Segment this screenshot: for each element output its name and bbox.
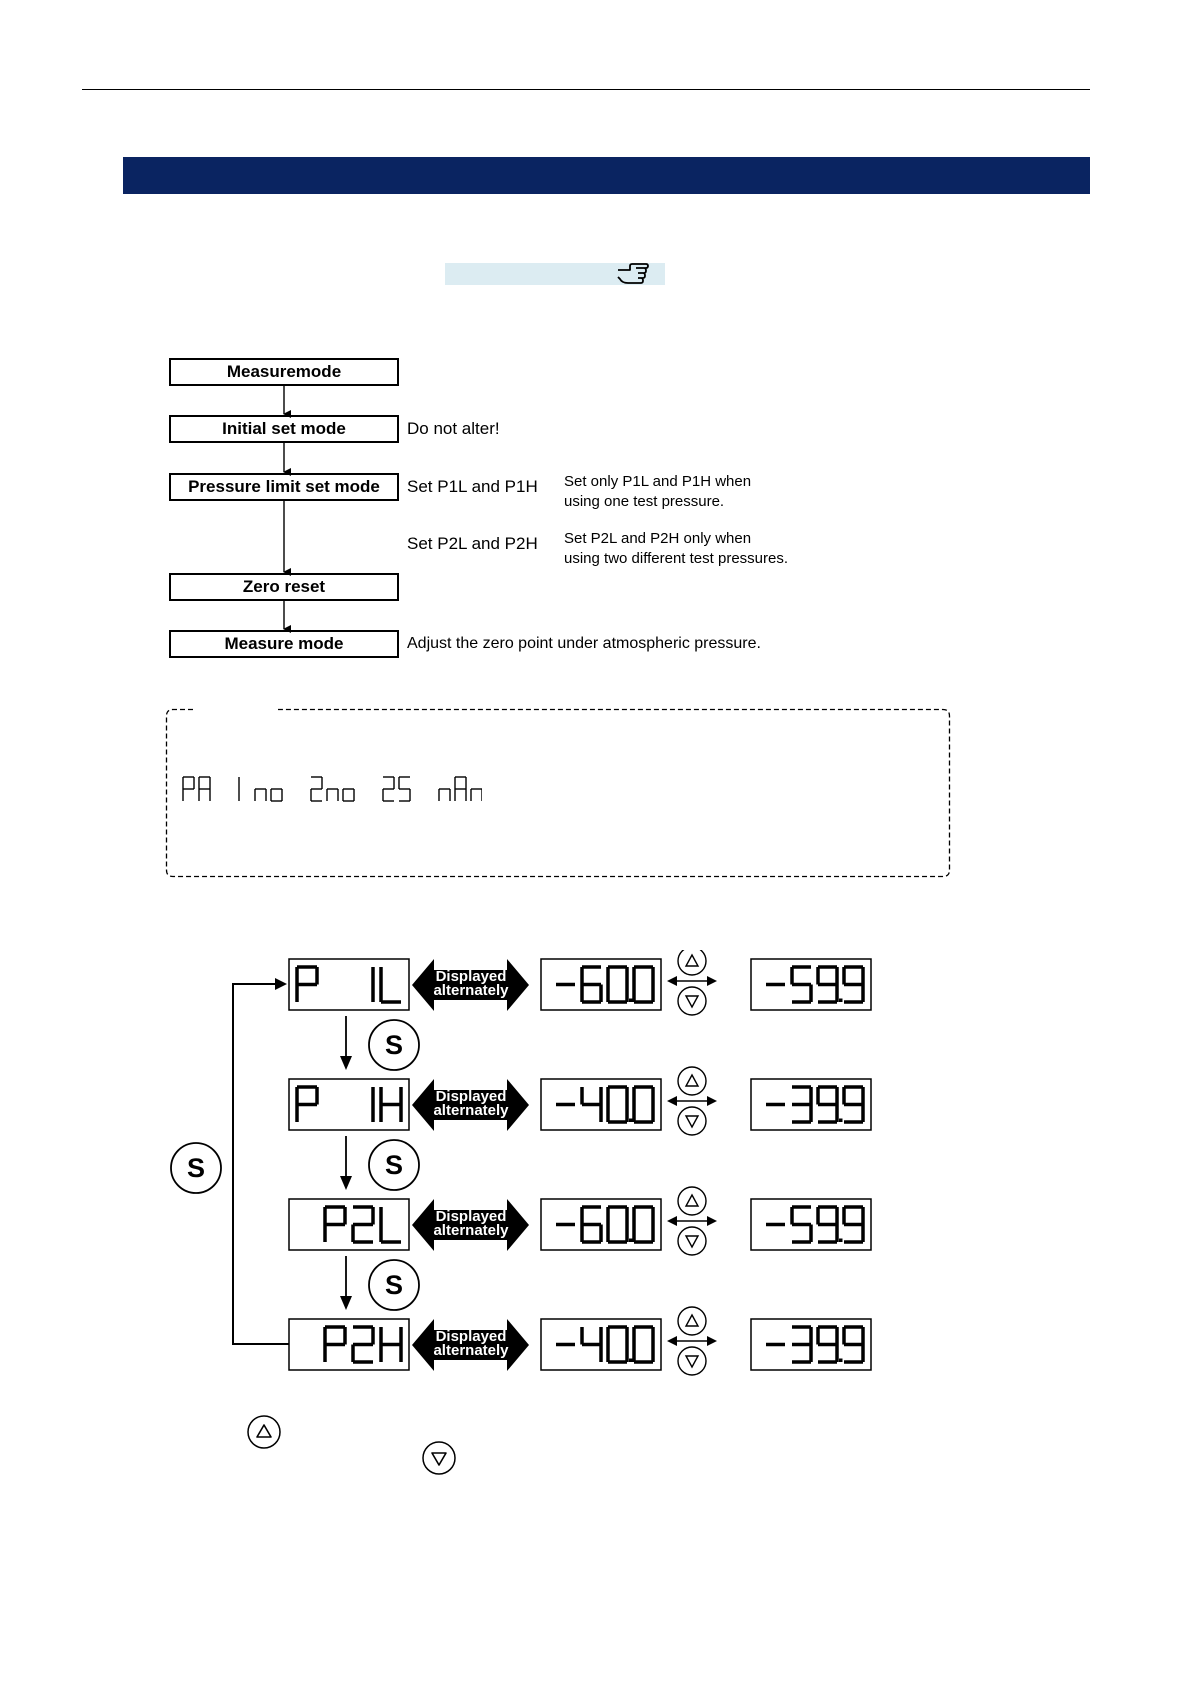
svg-text:lno: lno: [239, 803, 241, 805]
svg-text:nAn: nAn: [439, 802, 441, 805]
dashed-info-frame: [165, 708, 951, 878]
up-down-buttons: [667, 1186, 717, 1256]
adjusted-value-display: -39.9: [750, 1078, 872, 1131]
adjusted-value-display: -59.9: [750, 1198, 872, 1251]
down-button-icon: [677, 1226, 707, 1256]
s-button-icon: S: [368, 1019, 420, 1071]
top-rule: [82, 89, 1090, 90]
pressure-limit-sequence: SP 1LDisplayedalternately-60.0-59.9SP 1H…: [165, 946, 885, 1390]
up-down-buttons: [667, 1066, 717, 1136]
default-value-display: -40.0: [540, 1318, 662, 1371]
note-set-p1: Set P1L and P1H: [407, 477, 538, 496]
up-down-buttons: [667, 946, 717, 1016]
svg-text:PA: PA: [183, 802, 185, 805]
svg-text:Displayed: Displayed: [436, 1208, 507, 1225]
svg-text:S: S: [187, 1153, 205, 1183]
segment-code: lno: [238, 777, 283, 805]
up-button-icon: [247, 1415, 281, 1449]
adjusted-value-display: -59.9: [750, 958, 872, 1011]
note-p1-detail-line1: Set only P1L and P1H when: [564, 473, 752, 490]
param-display: P 1L: [288, 958, 410, 1011]
note-p2-detail-line2: using two different test pressures.: [564, 550, 789, 567]
flow-step-measuremode: Measuremode: [169, 358, 399, 386]
down-button-icon: [422, 1441, 456, 1475]
default-value-display: -60.0: [540, 1198, 662, 1251]
down-button-icon: [677, 986, 707, 1016]
svg-text:2no: 2no: [311, 803, 313, 805]
note-p1-detail-line2: using one test pressure.: [564, 493, 725, 510]
param-display: P2L: [288, 1198, 410, 1251]
flow-step-initial-set-mode: Initial set mode: [169, 415, 399, 443]
param-display: P 1H: [288, 1078, 410, 1131]
section-title-bar: [123, 157, 1090, 194]
note-do-not-alter: Do not alter!: [407, 419, 500, 438]
s-button-icon: S: [368, 1139, 420, 1191]
reference-hint-box: [445, 263, 665, 285]
segment-code: nAn: [438, 776, 483, 805]
svg-text:S: S: [385, 1150, 403, 1180]
svg-text:alternately: alternately: [433, 1342, 509, 1359]
svg-text:alternately: alternately: [433, 982, 509, 999]
down-button-icon: [677, 1106, 707, 1136]
svg-text:Displayed: Displayed: [436, 1328, 507, 1345]
up-button-icon: [677, 946, 707, 976]
svg-text:2S: 2S: [383, 803, 385, 805]
svg-text:alternately: alternately: [433, 1102, 509, 1119]
note-p2-detail-line1: Set P2L and P2H only when: [564, 530, 752, 547]
svg-text:Displayed: Displayed: [436, 968, 507, 985]
flow-step-pressure-limit-set-mode: Pressure limit set mode: [169, 473, 399, 501]
svg-text:Displayed: Displayed: [436, 1088, 507, 1105]
note-zero-point: Adjust the zero point under atmospheric …: [407, 635, 761, 652]
flow-arrows: [283, 386, 291, 633]
up-button-icon: [677, 1306, 707, 1336]
note-set-p2: Set P2L and P2H: [407, 534, 538, 553]
up-button-icon: [677, 1066, 707, 1096]
up-button-icon: [677, 1186, 707, 1216]
segment-code: 2no: [310, 776, 355, 805]
segment-code: 2S: [382, 776, 411, 805]
segment-code: PA: [182, 776, 211, 805]
svg-text:S: S: [385, 1030, 403, 1060]
segment-code-row: PA lno 2no 2S nAn: [182, 774, 483, 806]
down-button-icon: [677, 1346, 707, 1376]
adjusted-value-display: -39.9: [750, 1318, 872, 1371]
default-value-display: -60.0: [540, 958, 662, 1011]
s-button-icon: S: [170, 1142, 222, 1194]
param-display: P2H: [288, 1318, 410, 1371]
s-button-icon: S: [368, 1259, 420, 1311]
pointing-hand-icon: [617, 263, 649, 284]
svg-text:S: S: [385, 1270, 403, 1300]
up-down-buttons: [667, 1306, 717, 1376]
default-value-display: -40.0: [540, 1078, 662, 1131]
svg-text:alternately: alternately: [433, 1222, 509, 1239]
